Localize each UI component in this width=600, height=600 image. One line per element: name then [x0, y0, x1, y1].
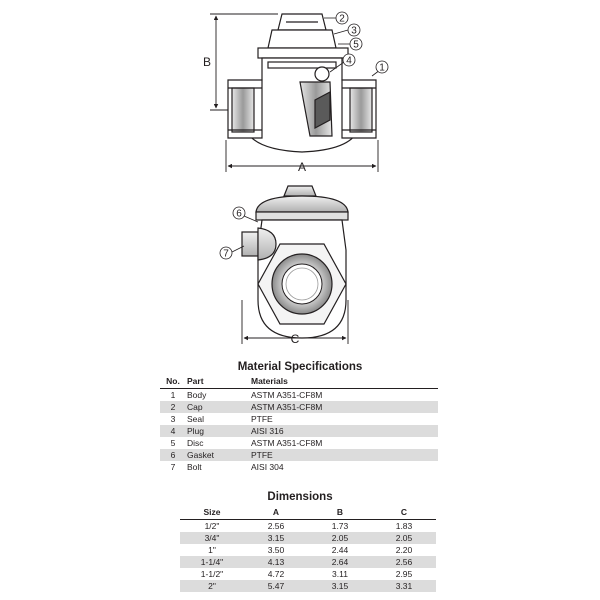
table-row: 5 Disc ASTM A351-CF8M [160, 437, 438, 449]
cell-a: 3.15 [267, 533, 285, 543]
dimension-a-label: A [298, 160, 306, 174]
material-specifications-table: No. Part Materials 1 Body ASTM A351-CF8M… [160, 375, 438, 473]
dimension-b [210, 13, 278, 111]
dimension-a [225, 140, 379, 172]
cell-part: Bolt [187, 462, 202, 472]
callout-6: 6 [232, 206, 246, 220]
cell-size: 1" [208, 545, 216, 555]
dimension-c [241, 300, 349, 344]
cell-c: 2.56 [395, 557, 413, 567]
cell-size: 2" [208, 581, 216, 591]
column-header-size: Size [203, 507, 221, 517]
cell-size: 1-1/2" [200, 569, 224, 579]
material-specifications-title: Material Specifications [237, 361, 363, 373]
table-row: 3/4" 3.15 2.05 2.05 [180, 532, 436, 544]
cell-b: 2.05 [331, 533, 349, 543]
cell-material: ASTM A351-CF8M [251, 402, 323, 412]
cell-material: AISI 316 [251, 426, 284, 436]
column-header-no: No. [166, 376, 180, 386]
callout-3: 3 [347, 23, 361, 37]
cell-material: ASTM A351-CF8M [251, 438, 323, 448]
callout-1: 1 [375, 60, 389, 74]
cell-no: 7 [170, 462, 176, 472]
cell-material: PTFE [251, 450, 273, 460]
front-section-view [227, 13, 377, 153]
cell-no: 2 [170, 402, 176, 412]
callout-7: 7 [219, 246, 233, 260]
table-row: 1 Body ASTM A351-CF8M [160, 389, 438, 402]
svg-text:4: 4 [346, 56, 352, 67]
cell-part: Body [187, 390, 207, 400]
cell-no: 4 [170, 426, 176, 436]
cell-c: 1.83 [395, 521, 413, 531]
cell-no: 5 [170, 438, 176, 448]
callout-5: 5 [349, 37, 363, 51]
column-header-part: Part [187, 376, 204, 386]
cell-no: 3 [170, 414, 176, 424]
cell-b: 2.44 [331, 545, 349, 555]
table-row: 6 Gasket PTFE [160, 449, 438, 461]
dimension-c-label: C [291, 332, 300, 346]
cell-no: 6 [170, 450, 176, 460]
svg-text:7: 7 [223, 249, 229, 260]
valve-technical-drawing: A B 2 3 5 4 1 [203, 11, 389, 346]
callout-leaders-side [231, 215, 259, 253]
cell-size: 1-1/4" [200, 557, 224, 567]
table-header-row: No. Part Materials [160, 375, 438, 389]
table-row: 4 Plug AISI 316 [160, 425, 438, 437]
cell-c: 2.95 [395, 569, 413, 579]
cell-b: 2.64 [331, 557, 349, 567]
cell-c: 2.20 [395, 545, 413, 555]
cell-c: 3.31 [395, 581, 413, 591]
svg-text:1: 1 [379, 63, 385, 74]
cell-a: 2.56 [267, 521, 285, 531]
table-row: 2" 5.47 3.15 3.31 [180, 580, 436, 592]
cell-b: 3.15 [331, 581, 349, 591]
cell-part: Plug [187, 426, 205, 436]
column-header-b: B [336, 507, 344, 517]
cell-b: 3.11 [332, 569, 348, 579]
cell-part: Disc [187, 438, 204, 448]
svg-text:5: 5 [353, 40, 359, 51]
cell-material: ASTM A351-CF8M [251, 390, 323, 400]
svg-text:2: 2 [339, 14, 345, 25]
table-row: 1/2" 2.56 1.73 1.83 [180, 520, 436, 533]
table-row: 2 Cap ASTM A351-CF8M [160, 401, 438, 413]
side-view [241, 185, 349, 339]
column-header-c: C [400, 507, 408, 517]
cell-part: Seal [187, 414, 205, 424]
table-row: 3 Seal PTFE [160, 413, 438, 425]
cell-no: 1 [170, 390, 176, 400]
column-header-materials: Materials [251, 376, 288, 386]
cell-a: 4.72 [267, 569, 285, 579]
cell-material: AISI 304 [251, 462, 284, 472]
cell-c: 2.05 [395, 533, 413, 543]
cell-a: 5.47 [267, 581, 285, 591]
callout-2: 2 [335, 11, 349, 25]
dimensions-table: Size A B C 1/2" 2.56 1.73 1.83 3/4" 3.15… [180, 506, 436, 592]
dimensions-title: Dimensions [267, 491, 333, 503]
table-row: 7 Bolt AISI 304 [160, 461, 438, 473]
table-header-row: Size A B C [180, 506, 436, 520]
callout-4: 4 [342, 53, 356, 67]
table-row: 1-1/4" 4.13 2.64 2.56 [180, 556, 436, 568]
cell-material: PTFE [251, 414, 273, 424]
cell-part: Cap [187, 402, 203, 412]
column-header-a: A [272, 507, 280, 517]
cell-size: 3/4" [204, 533, 220, 543]
svg-text:6: 6 [236, 209, 242, 220]
table-row: 1-1/2" 4.72 3.11 2.95 [180, 568, 436, 580]
cell-size: 1/2" [204, 521, 220, 531]
table-row: 1" 3.50 2.44 2.20 [180, 544, 436, 556]
cell-part: Gasket [187, 450, 214, 460]
svg-text:3: 3 [351, 26, 357, 37]
cell-a: 4.13 [267, 557, 285, 567]
cell-a: 3.50 [267, 545, 285, 555]
dimension-b-label: B [203, 55, 211, 69]
cell-b: 1.73 [331, 521, 349, 531]
